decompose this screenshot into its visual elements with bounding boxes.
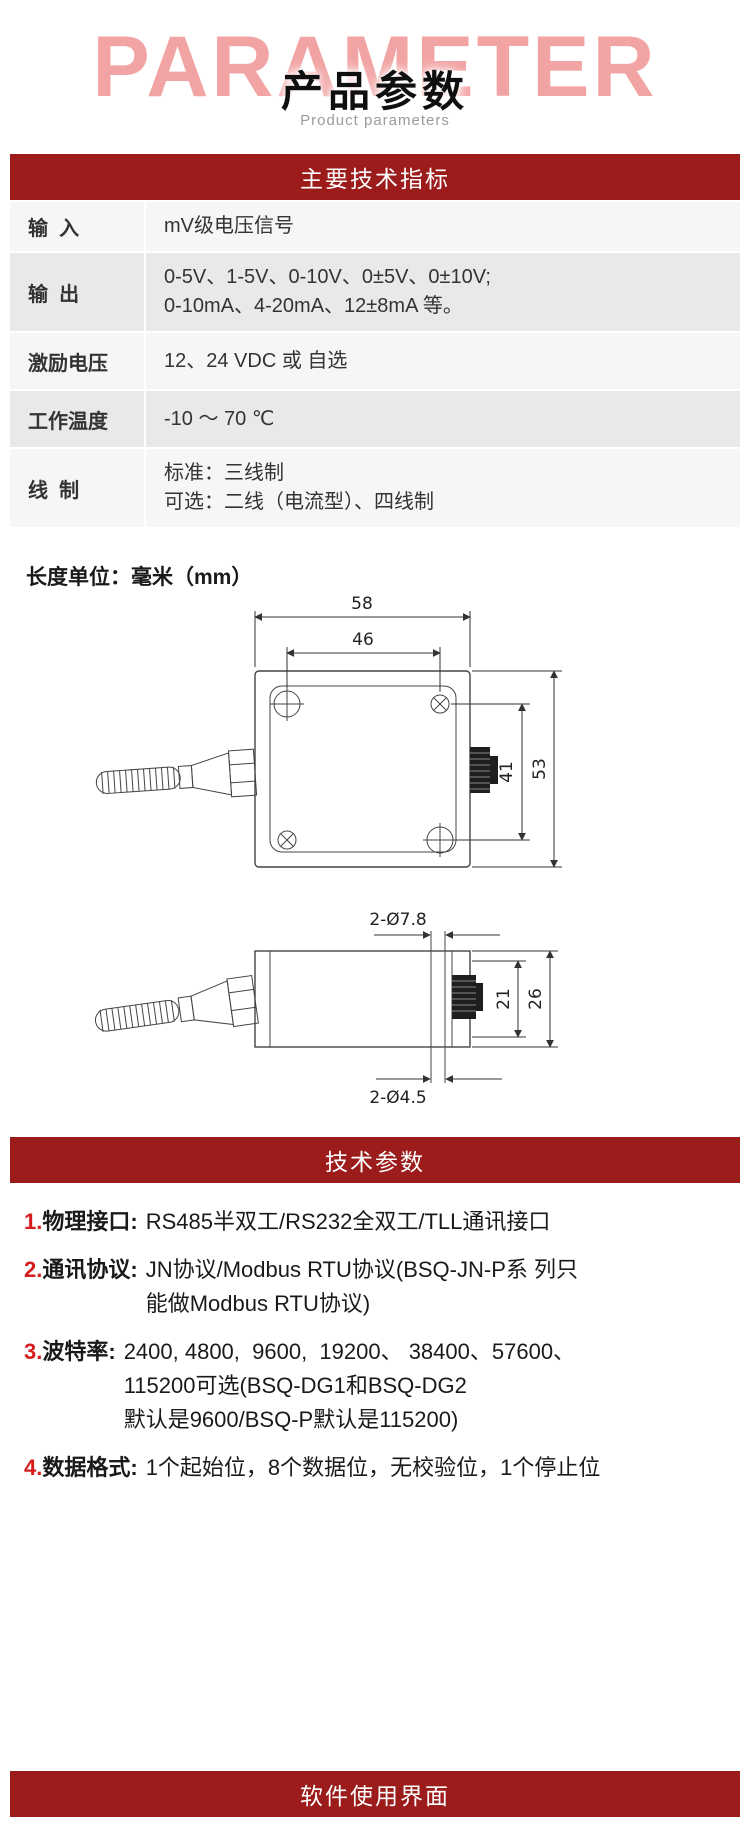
page-header: PARAMETER 产品参数 Product parameters bbox=[0, 0, 750, 150]
dim-label-inner-height: 41 bbox=[497, 761, 517, 783]
through-hole-lines bbox=[430, 931, 446, 1083]
table-row: 激励电压 12、24 VDC 或 自选 bbox=[10, 331, 740, 389]
dimension-hole-top: 2-Ø7.8 bbox=[369, 910, 500, 939]
spec-table-header: 主要技术指标 bbox=[10, 154, 740, 200]
unit-note: 长度单位：毫米（mm） bbox=[26, 566, 253, 589]
spec-table: 主要技术指标 输 入 mV级电压信号 输 出 0-5V、1-5V、0-10V、0… bbox=[10, 154, 740, 527]
tech-item-protocol: 2. 通讯协议: JN协议/Modbus RTU协议(BSQ-JN-P系 列只 … bbox=[24, 1253, 726, 1321]
cable-gland-assembly bbox=[95, 748, 258, 798]
dim-label-side-outer-height: 26 bbox=[526, 988, 546, 1010]
flexible-conduit bbox=[95, 766, 181, 794]
dim-label-top-width: 58 bbox=[351, 594, 373, 614]
tech-params-list: 1. 物理接口: RS485半双工/RS232全双工/TLL通讯接口 2. 通讯… bbox=[0, 1183, 750, 1509]
tech-item-baud-rate: 3. 波特率: 2400, 4800, 9600, 19200、 38400、5… bbox=[24, 1335, 726, 1437]
tech-params-header: 技术参数 bbox=[10, 1137, 740, 1183]
side-enclosure-outline bbox=[254, 950, 471, 1048]
dimension-drawing: 58 46 41 53 bbox=[94, 594, 562, 1108]
tech-params-section: 技术参数 1. 物理接口: RS485半双工/RS232全双工/TLL通讯接口 … bbox=[0, 1137, 750, 1509]
table-row: 线 制 标准：三线制 可选：二线（电流型）、四线制 bbox=[10, 447, 740, 527]
gland-collar bbox=[177, 995, 195, 1023]
gland-cone bbox=[190, 752, 233, 796]
row-value: mV级电压信号 bbox=[164, 215, 294, 237]
side-cable-gland-assembly bbox=[94, 974, 259, 1032]
row-value: 12、24 VDC 或 自选 bbox=[164, 349, 348, 372]
cover-outline bbox=[269, 685, 457, 853]
top-view-drawing: 58 46 41 53 bbox=[95, 594, 562, 868]
dimension-46: 46 bbox=[286, 630, 441, 692]
side-view-drawing: 2-Ø7.8 2-Ø4.5 21 26 bbox=[94, 910, 558, 1108]
software-ui-header: 软件使用界面 bbox=[10, 1771, 740, 1817]
item-label: 通讯协议: bbox=[42, 1257, 138, 1282]
row-label: 工作温度 bbox=[10, 391, 146, 447]
item-label: 波特率: bbox=[42, 1339, 116, 1364]
item-number: 4. bbox=[24, 1455, 43, 1480]
row-label: 激励电压 bbox=[10, 333, 146, 389]
item-label: 数据格式: bbox=[42, 1455, 138, 1480]
gland-collar bbox=[177, 765, 194, 789]
table-row: 输 入 mV级电压信号 bbox=[10, 200, 740, 251]
table-row: 输 出 0-5V、1-5V、0-10V、0±5V、0±10V; 0-10mA、4… bbox=[10, 251, 740, 331]
tech-item-data-format: 4. 数据格式: 1个起始位，8个数据位，无校验位，1个停止位 bbox=[24, 1451, 726, 1485]
item-value: RS485半双工/RS232全双工/TLL通讯接口 bbox=[145, 1209, 551, 1234]
page-title: 产品参数 bbox=[280, 68, 469, 115]
item-value: 1个起始位，8个数据位，无校验位，1个停止位 bbox=[145, 1455, 601, 1480]
item-value: JN协议/Modbus RTU协议(BSQ-JN-P系 列只 能做Modbus … bbox=[145, 1257, 578, 1316]
item-number: 1. bbox=[24, 1209, 43, 1234]
background-word: PARAMETER bbox=[92, 19, 658, 115]
dim-label-hole-bottom: 2-Ø4.5 bbox=[369, 1088, 426, 1108]
tech-item-physical-interface: 1. 物理接口: RS485半双工/RS232全双工/TLL通讯接口 bbox=[24, 1205, 726, 1239]
item-number: 3. bbox=[24, 1339, 43, 1364]
row-value: -10 ～ 70 ℃ bbox=[164, 407, 275, 430]
connector bbox=[470, 747, 498, 793]
item-value: 2400, 4800, 9600, 19200、 38400、57600、 11… bbox=[123, 1339, 576, 1432]
item-label: 物理接口: bbox=[42, 1209, 138, 1234]
gland-nut bbox=[226, 974, 259, 1028]
mounting-hole-top-left bbox=[270, 687, 304, 721]
dimension-21: 21 bbox=[472, 960, 526, 1038]
side-connector bbox=[452, 975, 483, 1019]
row-value: 0-5V、1-5V、0-10V、0±5V、0±10V; 0-10mA、4-20m… bbox=[164, 266, 491, 317]
table-row: 工作温度 -10 ～ 70 ℃ bbox=[10, 389, 740, 447]
dimension-hole-bottom: 2-Ø4.5 bbox=[369, 1075, 502, 1108]
screw-top-right bbox=[430, 694, 450, 714]
row-value: 标准：三线制 可选：二线（电流型）、四线制 bbox=[164, 462, 434, 513]
mounting-hole-bottom-right bbox=[423, 823, 457, 857]
dim-label-side-inner-height: 21 bbox=[494, 988, 514, 1010]
dim-label-inner-width: 46 bbox=[352, 630, 374, 650]
flexible-conduit bbox=[94, 999, 180, 1032]
screw-bottom-left bbox=[277, 830, 297, 850]
row-label: 输 出 bbox=[10, 253, 146, 331]
page-subtitle: Product parameters bbox=[300, 112, 450, 129]
gland-cone bbox=[190, 980, 234, 1026]
dimension-58: 58 bbox=[254, 594, 471, 667]
row-label: 线 制 bbox=[10, 449, 146, 527]
dimension-26: 26 bbox=[472, 950, 558, 1048]
dimension-53: 53 bbox=[472, 670, 562, 868]
row-label: 输 入 bbox=[10, 202, 146, 251]
dim-label-hole-top: 2-Ø7.8 bbox=[369, 910, 426, 930]
dimension-41: 41 bbox=[451, 703, 530, 841]
dim-label-outer-height: 53 bbox=[530, 758, 550, 780]
gland-nut bbox=[227, 748, 258, 798]
item-number: 2. bbox=[24, 1257, 43, 1282]
